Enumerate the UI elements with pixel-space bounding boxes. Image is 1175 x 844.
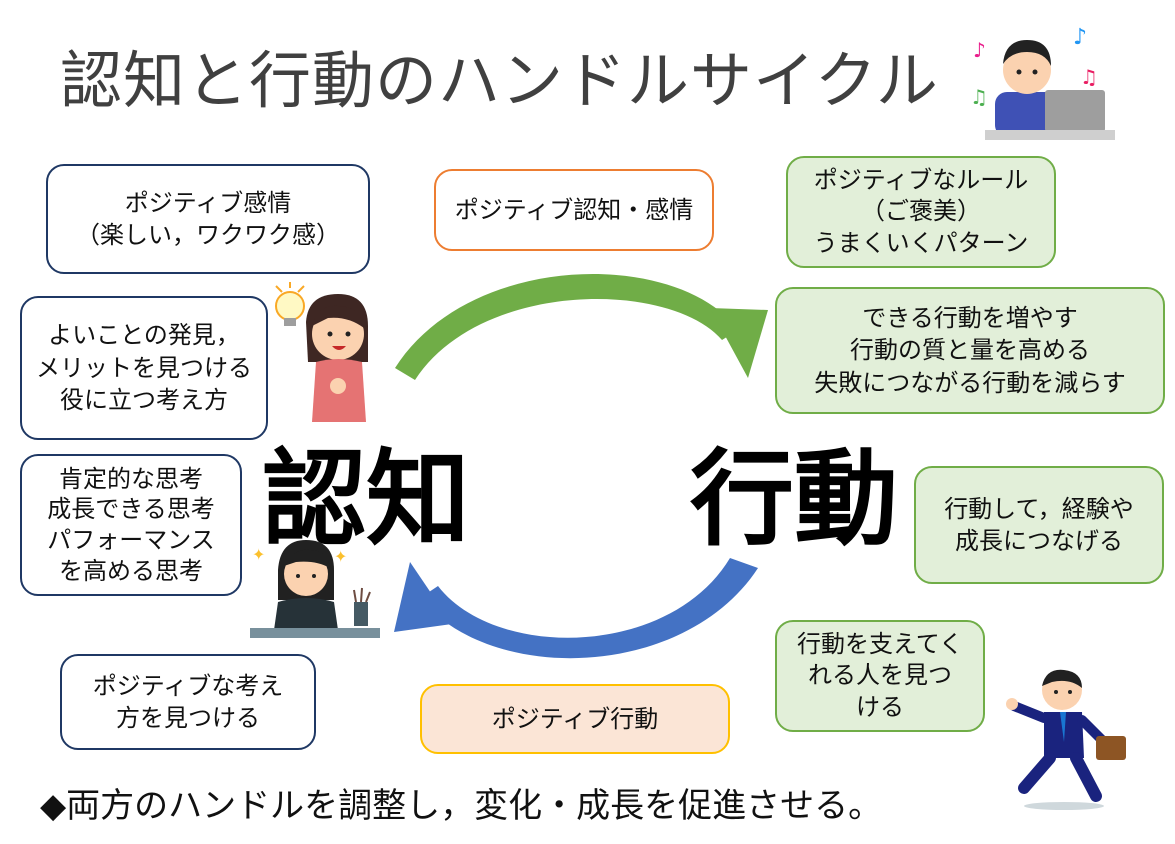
top-green-arrow bbox=[395, 274, 738, 380]
woman-lightbulb-icon bbox=[275, 282, 368, 422]
running-businessman-icon bbox=[1006, 669, 1126, 810]
action-label: 行動 bbox=[690, 438, 899, 560]
svg-text:✦: ✦ bbox=[252, 545, 265, 564]
positive-emotion-box: ポジティブ感情 （楽しい，ワクワク感） bbox=[46, 164, 370, 274]
support-people-box: 行動を支えてく れる人を見つ ける bbox=[775, 620, 985, 732]
bottom-blue-arrow bbox=[420, 558, 758, 659]
businessman-laptop-icon: ♪ ♪ ♫ ♫ bbox=[970, 25, 1115, 140]
music-note-icon: ♪ bbox=[1073, 25, 1087, 50]
increase-actions-box: できる行動を増やす 行動の質と量を高める 失敗につながる行動を減らす bbox=[775, 287, 1165, 414]
positive-cognition-box: ポジティブ認知・感情 bbox=[434, 169, 714, 251]
top-green-arrowhead bbox=[710, 308, 768, 378]
cognition-label: 認知 bbox=[262, 438, 471, 560]
music-note-icon: ♪ bbox=[973, 38, 986, 62]
svg-text:✦: ✦ bbox=[334, 547, 347, 566]
discovery-box: よいことの発見， メリットを見つける 役に立つ考え方 bbox=[20, 296, 268, 440]
thinking-box: 肯定的な思考 成長できる思考 パフォーマンス を高める思考 bbox=[20, 454, 242, 596]
experience-growth-box: 行動して，経験や 成長につなげる bbox=[914, 466, 1164, 584]
music-note-icon: ♫ bbox=[970, 85, 988, 109]
woman-determined-icon: ✦ ✦ bbox=[250, 540, 380, 638]
page-title: 認知と行動のハンドルサイクル bbox=[60, 44, 939, 117]
bottom-blue-arrowhead bbox=[394, 562, 452, 632]
footer-note: ◆両方のハンドルを調整し，変化・成長を促進させる。 bbox=[40, 786, 883, 826]
music-note-icon: ♫ bbox=[1080, 65, 1098, 89]
positive-action-box: ポジティブ行動 bbox=[420, 684, 730, 754]
positive-rules-box: ポジティブなルール （ご褒美） うまくいくパターン bbox=[786, 156, 1056, 268]
cycle-arrows bbox=[394, 274, 768, 659]
find-way-box: ポジティブな考え 方を見つける bbox=[60, 654, 316, 750]
